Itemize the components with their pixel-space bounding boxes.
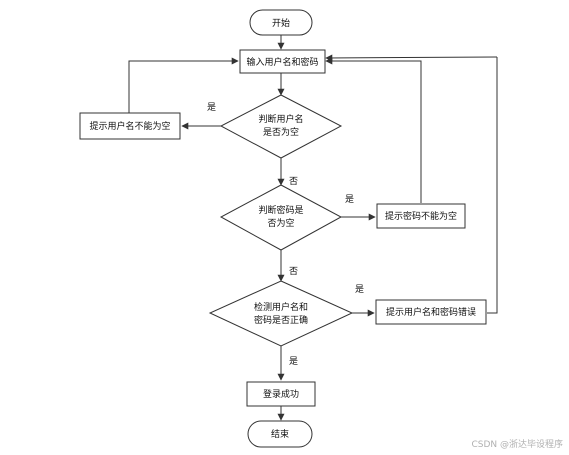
prompt-user-empty-node: 提示用户名不能为空	[79, 112, 181, 140]
login-success-label: 登录成功	[263, 388, 299, 400]
verify-label-line1: 检测用户名和	[254, 301, 308, 313]
check-user-decision: 判断用户名 是否为空	[219, 94, 343, 159]
check-pwd-label-line1: 判断密码是	[258, 204, 303, 216]
prompt-user-empty-label: 提示用户名不能为空	[89, 120, 170, 132]
check-user-label-line2: 是否为空	[263, 126, 299, 138]
edge-label-user-empty-yes: 是	[207, 102, 216, 113]
check-pwd-decision: 判断密码是 否为空	[219, 184, 343, 251]
end-node: 结束	[247, 420, 313, 448]
prompt-pwd-empty-label: 提示密码不能为空	[385, 210, 457, 222]
edges	[128, 35, 498, 421]
check-pwd-label-line2: 否为空	[267, 217, 294, 229]
prompt-pwd-empty-node: 提示密码不能为空	[376, 203, 466, 229]
input-node: 输入用户名和密码	[239, 49, 326, 74]
edge-label-user-empty-no: 否	[289, 176, 298, 187]
edge-label-pwd-empty-no: 否	[289, 266, 298, 277]
prompt-error-label: 提示用户名和密码错误	[386, 306, 476, 318]
prompt-error-node: 提示用户名和密码错误	[375, 299, 487, 325]
end-label: 结束	[271, 428, 289, 440]
login-success-node: 登录成功	[246, 381, 316, 407]
edge-label-verify-pass: 是	[289, 356, 298, 367]
edge-prompt-pwd-loop	[325, 57, 422, 203]
check-user-label-line1: 判断用户名	[258, 113, 303, 125]
input-label: 输入用户名和密码	[246, 56, 318, 68]
start-node: 开始	[249, 9, 313, 36]
edge-prompt-user-loop	[128, 57, 239, 113]
start-label: 开始	[272, 17, 290, 29]
edge-label-pwd-empty-yes: 是	[345, 194, 354, 205]
watermark: CSDN @浙达毕设程序	[471, 438, 563, 450]
verify-decision: 检测用户名和 密码是否正确	[208, 280, 354, 347]
edge-prompt-error-loop	[487, 57, 498, 314]
edge-prompt-error-return	[325, 54, 498, 62]
edge-label-verify-fail: 是	[355, 284, 364, 295]
verify-label-line2: 密码是否正确	[254, 314, 308, 326]
